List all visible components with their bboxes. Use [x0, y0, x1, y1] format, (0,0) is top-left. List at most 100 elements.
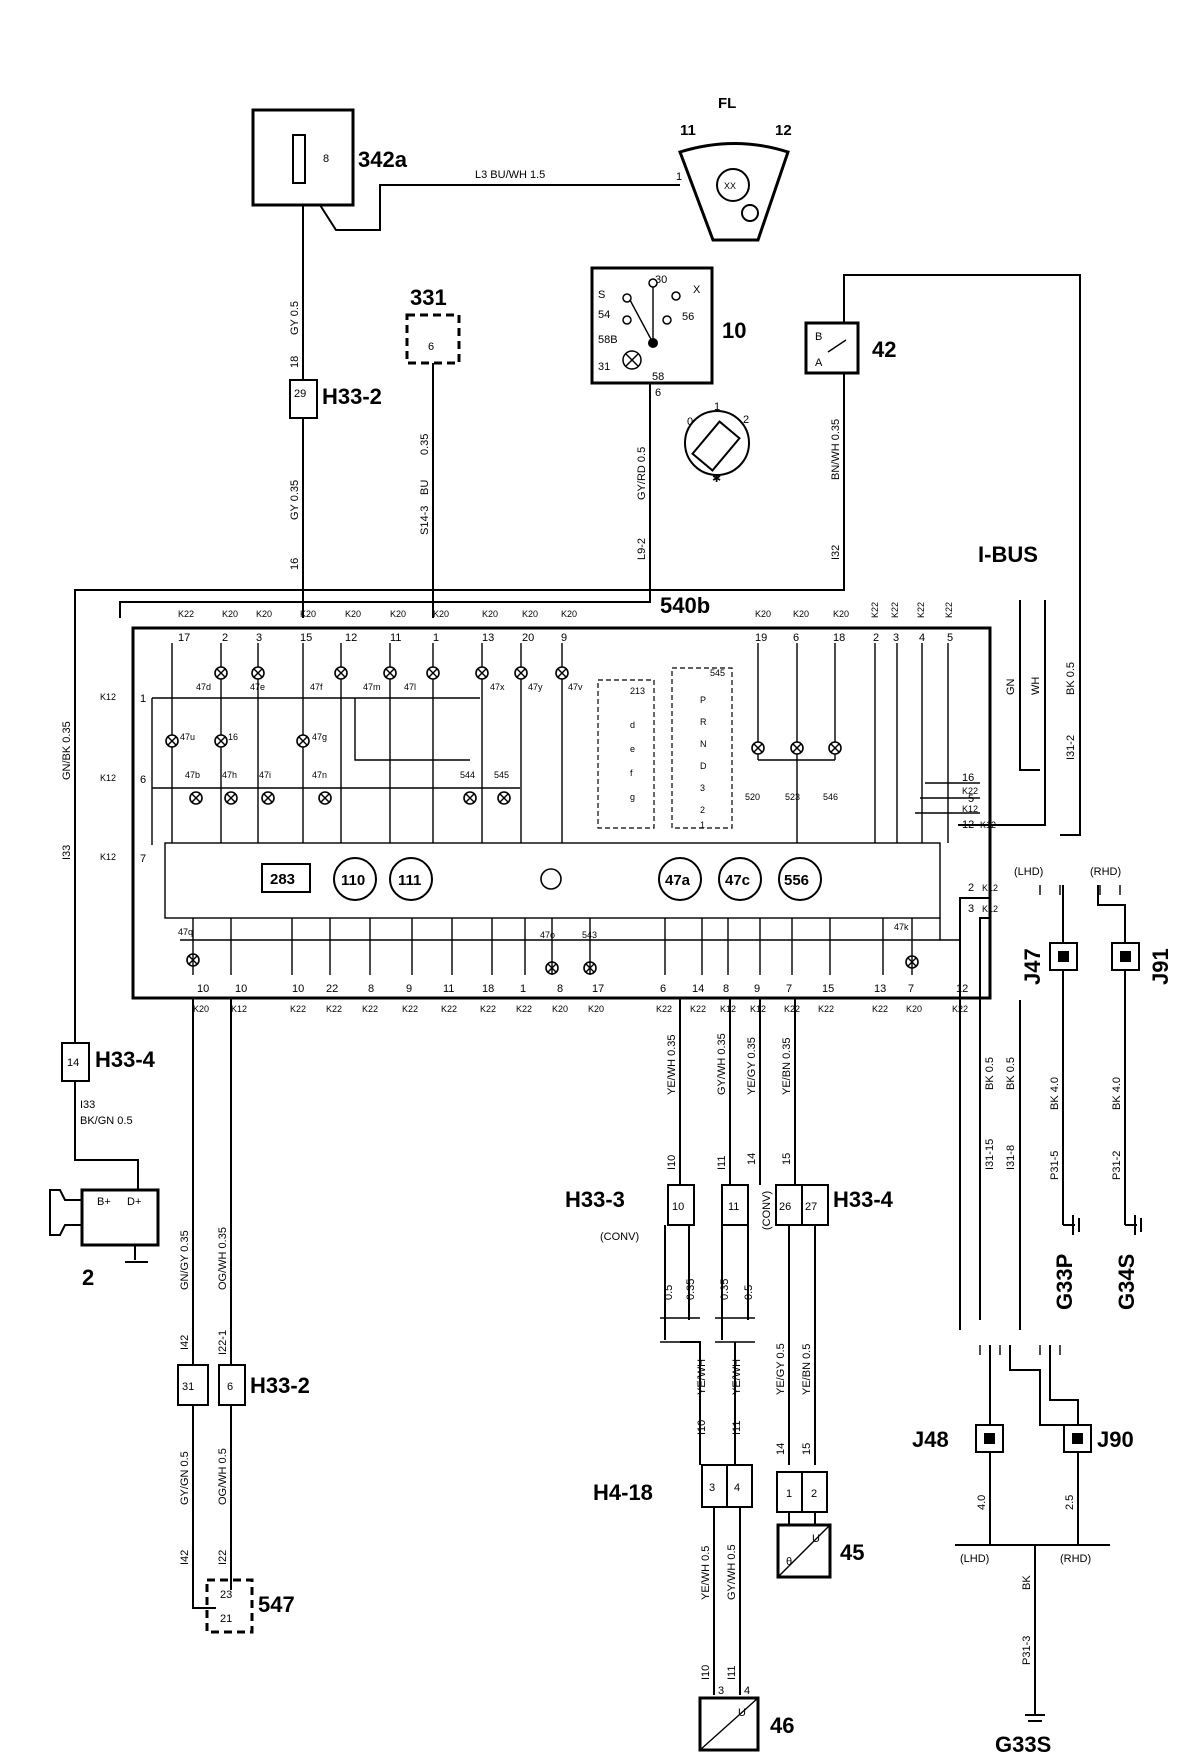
- svg-text:13: 13: [874, 983, 886, 995]
- svg-text:K20: K20: [256, 609, 272, 619]
- svg-text:K22: K22: [178, 609, 194, 619]
- wire-l3: L3 BU/WH 1.5: [475, 169, 545, 181]
- svg-text:K22: K22: [944, 602, 954, 618]
- svg-text:11: 11: [728, 1201, 739, 1213]
- internal-wiring: [151, 643, 980, 845]
- svg-text:15: 15: [300, 632, 312, 644]
- svg-text:2: 2: [873, 632, 879, 644]
- svg-text:R: R: [700, 717, 707, 727]
- svg-text:2.5: 2.5: [1064, 1495, 1076, 1510]
- ground-point-j47: J47: [1020, 942, 1078, 985]
- svg-text:47k: 47k: [894, 922, 909, 932]
- svg-text:XX: XX: [724, 181, 736, 191]
- connector-h33-2-top: 29 H33-2: [289, 379, 382, 419]
- svg-text:GY/RD 0.5: GY/RD 0.5: [636, 447, 648, 500]
- svg-text:7: 7: [908, 983, 914, 995]
- svg-text:0.5: 0.5: [663, 1285, 675, 1300]
- svg-text:8: 8: [723, 983, 729, 995]
- svg-text:(RHD): (RHD): [1090, 866, 1121, 878]
- svg-text:K20: K20: [906, 1004, 922, 1014]
- svg-text:GY/GN 0.5: GY/GN 0.5: [179, 1451, 191, 1505]
- svg-text:K22: K22: [516, 1004, 532, 1014]
- svg-text:15: 15: [801, 1443, 813, 1455]
- svg-text:GY/WH 0.5: GY/WH 0.5: [726, 1544, 738, 1600]
- svg-text:47e: 47e: [250, 682, 265, 692]
- svg-text:0: 0: [687, 416, 693, 428]
- svg-text:9: 9: [561, 632, 567, 644]
- svg-text:H33-2: H33-2: [250, 1373, 310, 1398]
- svg-text:331: 331: [410, 285, 447, 310]
- svg-text:14: 14: [692, 983, 704, 995]
- svg-text:YE/GY 0.5: YE/GY 0.5: [775, 1343, 787, 1395]
- svg-text:G34S: G34S: [1114, 1254, 1139, 1310]
- conv-label-right: (CONV): [761, 1191, 773, 1230]
- bottom-pin-labels: 10 K20 10 K12 10 K22 22 K22 8 K22 9 K22 …: [193, 983, 968, 1014]
- instrument-cluster-540b: [131, 626, 992, 1000]
- main-label: 540b: [660, 593, 710, 618]
- svg-text:K20: K20: [755, 609, 771, 619]
- svg-text:YE/WH 0.5: YE/WH 0.5: [700, 1546, 712, 1600]
- svg-text:6: 6: [227, 1381, 233, 1393]
- svg-text:1: 1: [676, 171, 682, 183]
- svg-text:K22: K22: [402, 1004, 418, 1014]
- svg-text:(LHD): (LHD): [1014, 866, 1043, 878]
- svg-text:6: 6: [793, 632, 799, 644]
- svg-text:47a: 47a: [665, 872, 691, 889]
- svg-text:47l: 47l: [404, 682, 416, 692]
- svg-text:3: 3: [718, 1685, 724, 1697]
- svg-text:283: 283: [270, 871, 295, 888]
- svg-text:GN/GY 0.35: GN/GY 0.35: [179, 1230, 191, 1290]
- svg-text:45: 45: [840, 1540, 864, 1565]
- svg-text:520: 520: [745, 792, 760, 802]
- svg-text:58: 58: [652, 371, 664, 383]
- svg-text:5: 5: [947, 632, 953, 644]
- svg-text:1: 1: [714, 401, 720, 413]
- connector-h4-18: H4-18 3 4: [593, 1464, 753, 1508]
- svg-text:YE/WH: YE/WH: [731, 1359, 743, 1395]
- svg-text:47h: 47h: [222, 770, 237, 780]
- svg-text:11: 11: [443, 983, 454, 995]
- svg-text:7: 7: [140, 853, 146, 865]
- svg-text:g: g: [630, 792, 635, 802]
- svg-text:12: 12: [345, 632, 357, 644]
- svg-text:47o: 47o: [540, 930, 555, 940]
- svg-text:47i: 47i: [259, 770, 271, 780]
- connector-h33-3: H33-3 10 11: [565, 1184, 749, 1226]
- svg-text:16: 16: [228, 732, 238, 742]
- svg-text:47n: 47n: [312, 770, 327, 780]
- svg-text:K20: K20: [833, 609, 849, 619]
- svg-text:e: e: [630, 744, 635, 754]
- svg-text:30: 30: [655, 274, 667, 286]
- sensor-45: θ U 45: [776, 1523, 864, 1579]
- svg-text:12: 12: [956, 983, 968, 995]
- svg-text:X: X: [693, 284, 701, 296]
- svg-text:I32: I32: [830, 545, 842, 560]
- svg-text:18: 18: [482, 983, 494, 995]
- svg-text:10: 10: [197, 983, 209, 995]
- svg-text:31: 31: [598, 361, 610, 373]
- svg-text:2: 2: [82, 1265, 94, 1290]
- svg-text:GY 0.5: GY 0.5: [289, 301, 301, 335]
- svg-text:3: 3: [709, 1482, 715, 1494]
- component-547: 23 21 547: [205, 1578, 295, 1634]
- svg-text:545: 545: [710, 668, 725, 678]
- svg-text:I33: I33: [61, 845, 73, 860]
- svg-text:K22: K22: [656, 1004, 672, 1014]
- svg-text:K20: K20: [433, 609, 449, 619]
- svg-text:P31-2: P31-2: [1111, 1151, 1123, 1180]
- svg-text:K22: K22: [480, 1004, 496, 1014]
- svg-text:I10: I10: [696, 1420, 708, 1435]
- svg-text:1: 1: [786, 1488, 792, 1500]
- top-pin-labels: K22 17 K20 2 K20 3 K20 15 K20 12 K20 11 …: [178, 602, 954, 644]
- svg-text:58B: 58B: [598, 334, 618, 346]
- svg-text:47d: 47d: [196, 682, 211, 692]
- svg-text:I10: I10: [666, 1155, 678, 1170]
- svg-text:1: 1: [433, 632, 439, 644]
- svg-text:47b: 47b: [185, 770, 200, 780]
- svg-text:47y: 47y: [528, 682, 543, 692]
- svg-text:16: 16: [289, 558, 301, 570]
- svg-text:I31-8: I31-8: [1005, 1145, 1017, 1170]
- svg-text:YE/GY 0.35: YE/GY 0.35: [746, 1037, 758, 1095]
- svg-text:I10: I10: [700, 1665, 712, 1680]
- svg-text:3: 3: [968, 903, 974, 915]
